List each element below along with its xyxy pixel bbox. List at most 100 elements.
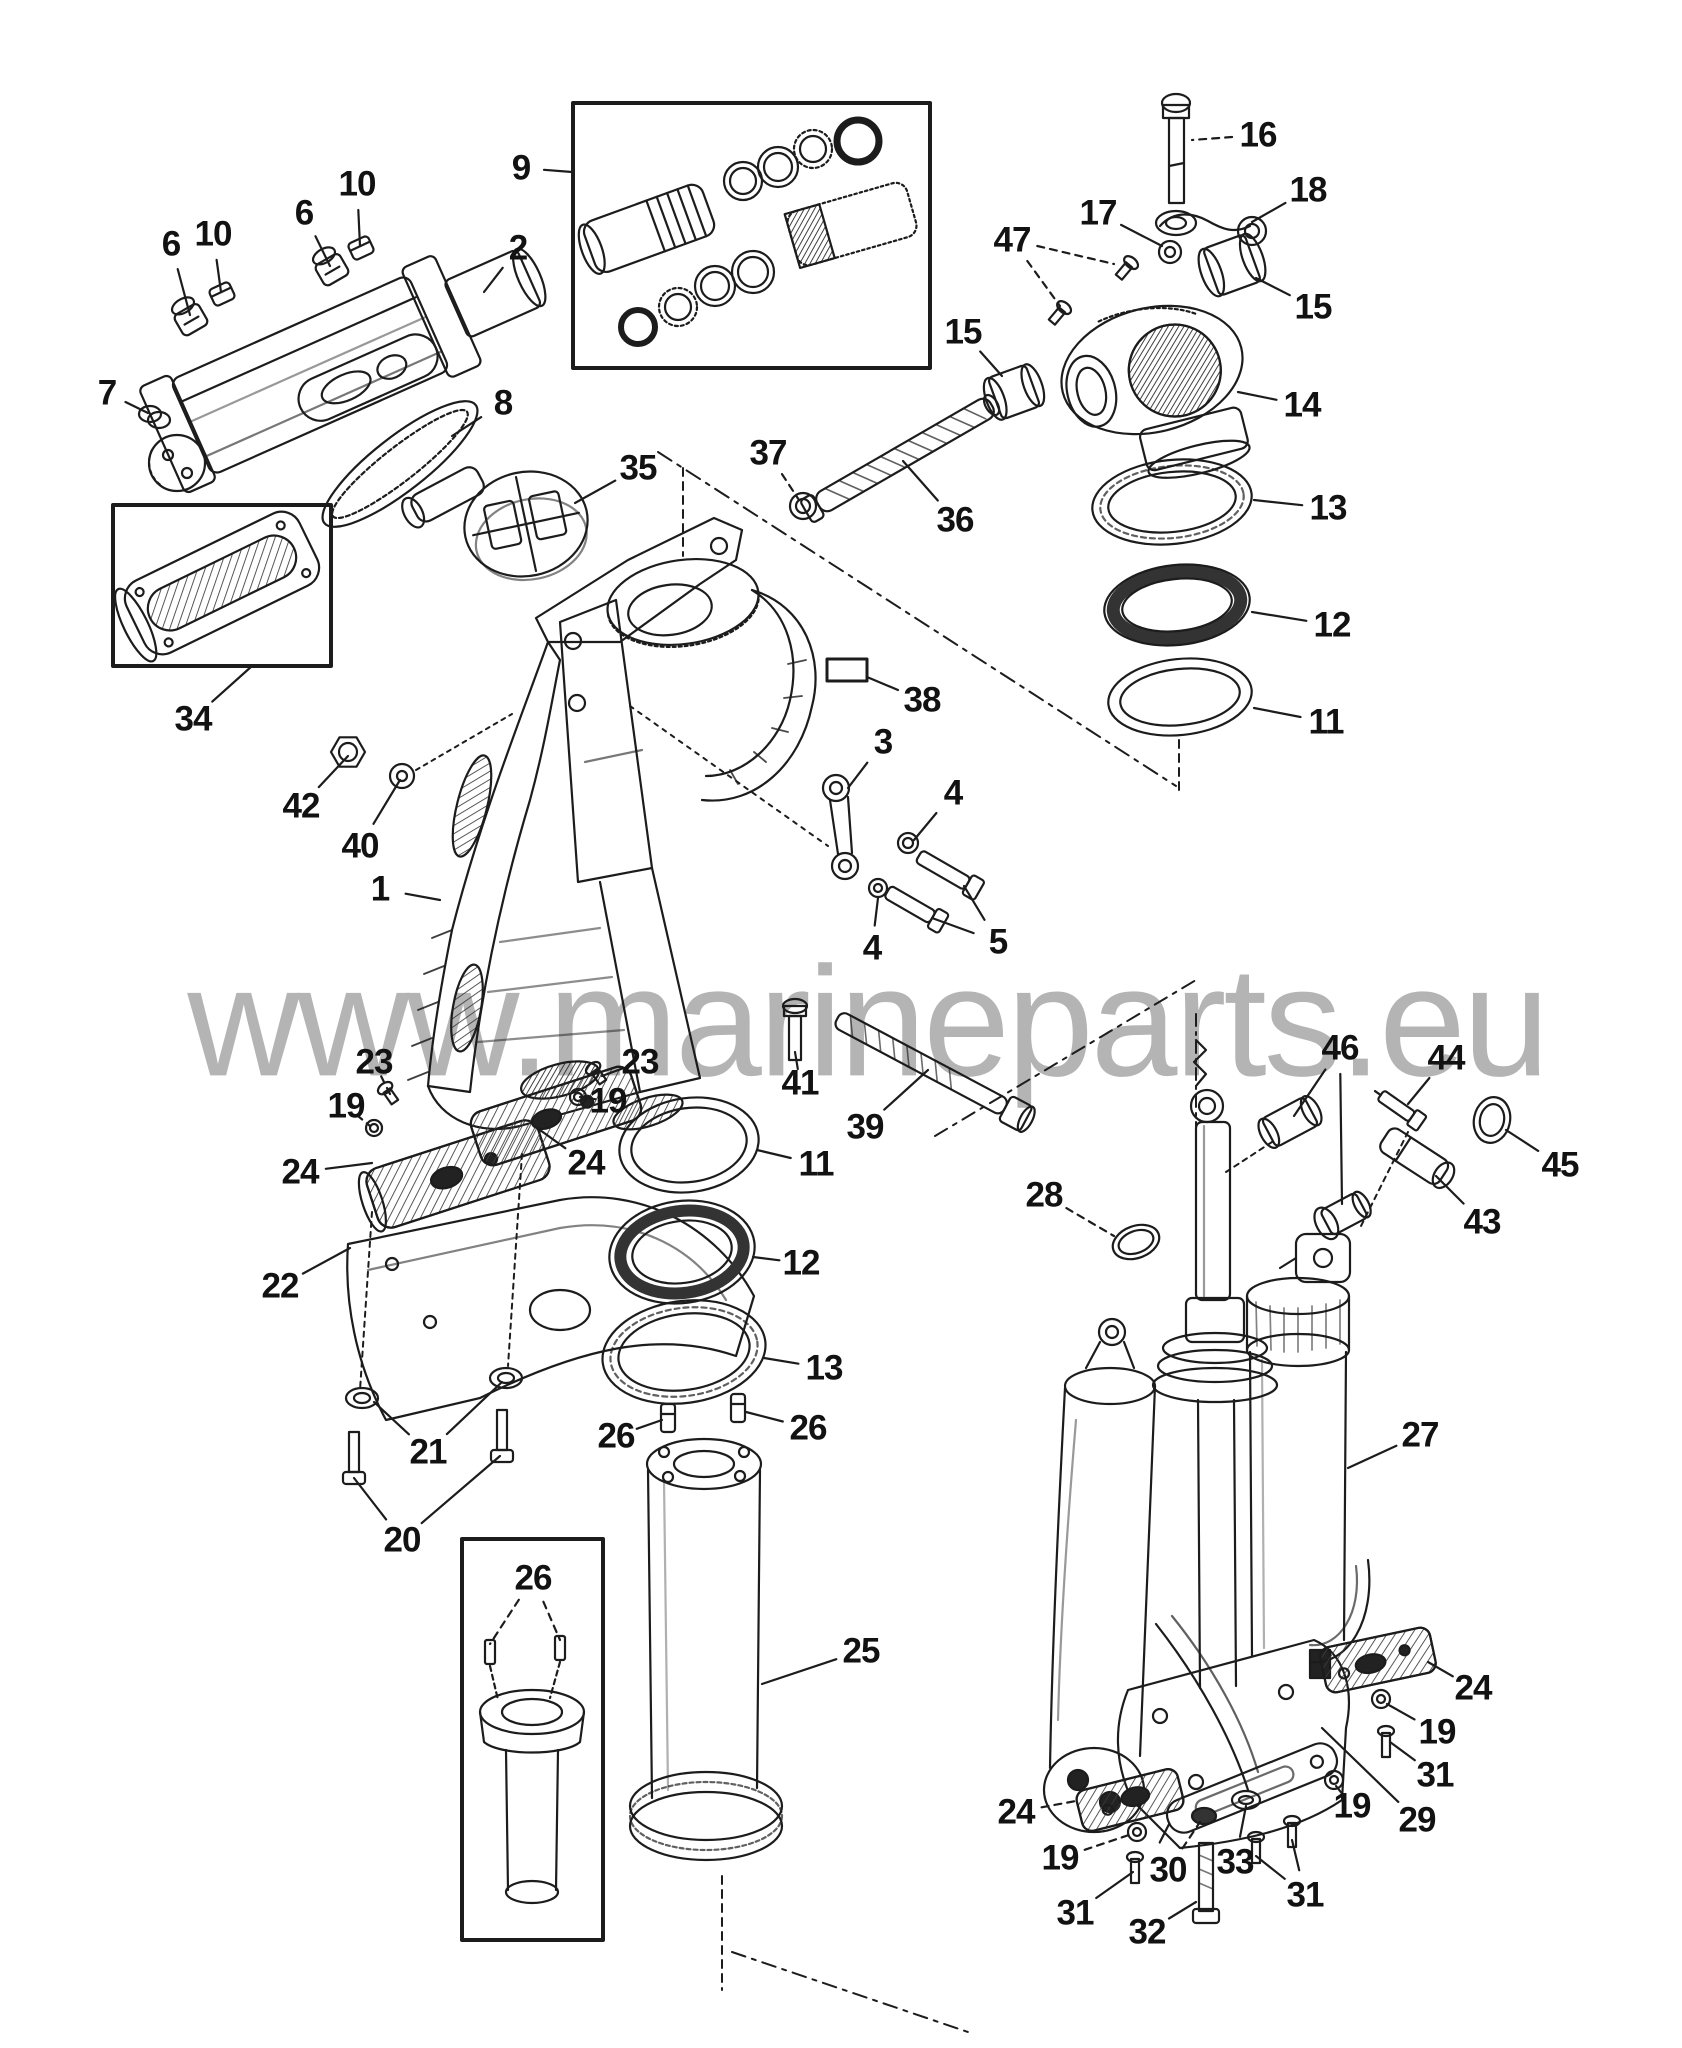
leader-c39 <box>883 1068 930 1111</box>
leader-c19b <box>578 1095 597 1101</box>
leader-c14 <box>1236 390 1278 401</box>
callout-c10a: 10 <box>194 214 233 254</box>
part-25-steering-tube <box>628 1437 784 1862</box>
leader-c44 <box>1406 1076 1431 1106</box>
leader-c41 <box>793 1050 799 1071</box>
leader-c21 <box>372 1400 410 1436</box>
part-40-washer <box>388 762 416 790</box>
part-24-anode-upper-right <box>469 1065 643 1167</box>
leader-c17 <box>1119 223 1164 248</box>
callout-c12r: 12 <box>1313 605 1352 645</box>
callout-c24l: 24 <box>997 1792 1036 1832</box>
leader-c6a <box>176 268 192 317</box>
leader-c1 <box>404 892 442 902</box>
part-8-oring <box>321 400 479 528</box>
leader-c30 <box>1181 1820 1202 1850</box>
leader-c46 <box>1292 1068 1327 1118</box>
callout-c2: 2 <box>508 228 528 268</box>
part-28-oring <box>1111 1223 1161 1261</box>
leader-c13m <box>762 1356 800 1365</box>
part-21-washers <box>344 1366 524 1410</box>
callout-c7: 7 <box>97 373 117 413</box>
callout-c24a: 24 <box>281 1152 320 1192</box>
leader-c6b <box>314 235 332 268</box>
part-47-screws <box>1047 255 1140 326</box>
callout-c11m: 11 <box>798 1144 835 1184</box>
callout-c24r: 24 <box>1454 1668 1493 1708</box>
leader-c29 <box>1320 1726 1400 1804</box>
leader-c10a <box>215 258 223 294</box>
callout-c42: 42 <box>282 786 321 826</box>
part-16-bolt <box>1160 92 1192 205</box>
callout-c45: 45 <box>1541 1145 1580 1185</box>
leader-c23a <box>380 1075 392 1096</box>
callout-c26c: 26 <box>514 1558 553 1598</box>
part-19-washer-lower-left <box>1126 1821 1148 1843</box>
callout-c19b: 19 <box>589 1081 628 1121</box>
leader-c19m <box>1334 1784 1346 1799</box>
part-31-bolts-mid <box>1246 1814 1302 1865</box>
part-32-bolt <box>1191 1841 1221 1925</box>
leader-c21 <box>445 1380 504 1436</box>
leader-c26c <box>488 1598 520 1646</box>
leader-c24b <box>538 1128 567 1150</box>
part-19-washer-lower-mid <box>1323 1769 1345 1791</box>
leader-c24r <box>1426 1660 1454 1678</box>
leader-c24l <box>1040 1799 1078 1809</box>
leader-c20 <box>352 1476 388 1521</box>
leader-c31l <box>1095 1870 1135 1900</box>
callout-c11r: 11 <box>1308 702 1345 742</box>
part-12-bearing-mid <box>608 1199 756 1305</box>
callout-c17: 17 <box>1079 193 1118 233</box>
leader-c12m <box>751 1255 781 1262</box>
part-26-sleeve-box <box>460 1537 605 1942</box>
callout-c21: 21 <box>409 1432 448 1472</box>
part-45-oring <box>1472 1096 1512 1144</box>
leader-c42 <box>317 754 350 789</box>
leader-c12r <box>1250 610 1308 622</box>
part-26-pins <box>659 1392 747 1434</box>
leader-c38 <box>865 675 900 692</box>
callout-c29: 29 <box>1398 1800 1437 1840</box>
leader-c47 <box>1036 244 1116 266</box>
part-31-bolt-right <box>1376 1724 1396 1759</box>
leader-c31m <box>1254 1854 1286 1880</box>
part-9-seal-kit-box <box>571 101 932 370</box>
part-27-power-trim-assembly <box>1042 1038 1371 1850</box>
part-13-seal-mid <box>601 1299 767 1405</box>
callout-c6a: 6 <box>161 224 181 264</box>
leader-c45 <box>1504 1128 1540 1153</box>
part-36-tilt-tube <box>800 393 1001 523</box>
callout-c14: 14 <box>1283 385 1322 425</box>
callout-c19m: 19 <box>1333 1786 1372 1826</box>
leader-c25 <box>760 1658 838 1686</box>
part-6-fitting-left <box>170 296 209 337</box>
part-39-bolt <box>834 1012 1036 1133</box>
callout-c35: 35 <box>619 448 658 488</box>
callout-c36: 36 <box>936 500 975 540</box>
callout-c8: 8 <box>493 383 513 423</box>
callout-c26a: 26 <box>597 1416 636 1456</box>
callout-c39: 39 <box>846 1107 885 1147</box>
callout-c15a: 15 <box>944 312 983 352</box>
callout-c4a: 4 <box>943 773 963 813</box>
leader-c3 <box>846 761 869 790</box>
part-19-washers-upper <box>364 1087 588 1138</box>
callout-c43: 43 <box>1463 1202 1502 1242</box>
part-17-washer <box>1157 239 1183 265</box>
callout-c10b: 10 <box>338 164 377 204</box>
part-44-bolt <box>1373 1089 1428 1132</box>
part-43-pin <box>1379 1127 1456 1190</box>
leader-c33 <box>1238 1804 1248 1838</box>
part-38-shim <box>825 657 869 683</box>
leader-c4a <box>912 811 938 842</box>
part-30-spacer <box>1190 1806 1218 1826</box>
callout-c31l: 31 <box>1056 1893 1095 1933</box>
leader-c28 <box>1065 1206 1116 1238</box>
leader-c4b <box>873 896 880 927</box>
part-11-oring-right <box>1107 657 1253 737</box>
part-14-gimbal-housing <box>1060 304 1251 479</box>
trim-ram <box>1151 1038 1279 1690</box>
